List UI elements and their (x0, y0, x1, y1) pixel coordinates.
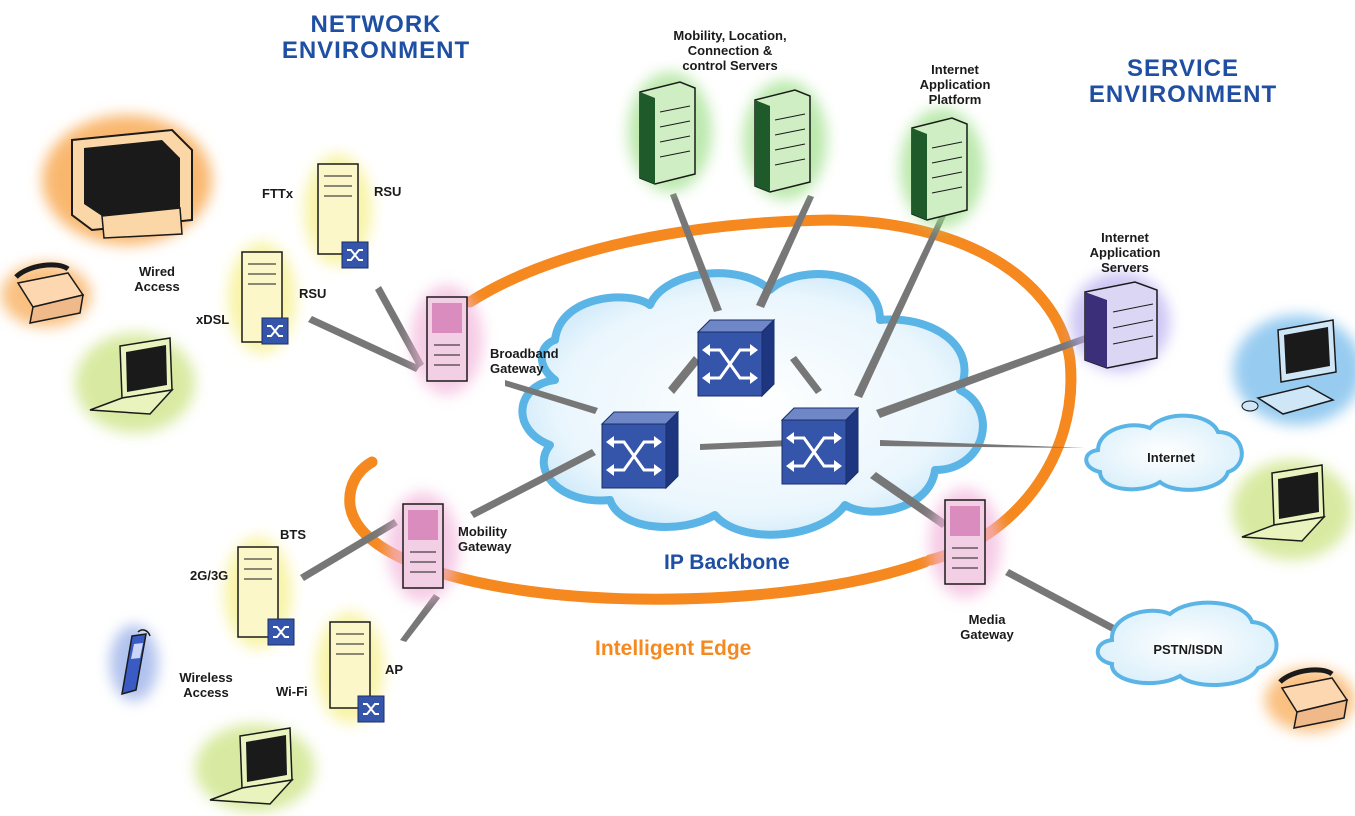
fttx-label: FTTx (262, 186, 294, 201)
label-line: Servers (1101, 260, 1149, 275)
media-gateway-icon (929, 488, 1001, 598)
laptop-icon (195, 724, 315, 812)
mobility-servers-label: Mobility, Location, Connection & control… (650, 28, 810, 73)
mobility-gateway-label: Mobility Gateway (458, 524, 511, 554)
core-switch-left (600, 410, 680, 490)
label-line: Platform (928, 92, 982, 107)
network-environment-heading: NETWORK ENVIRONMENT (268, 12, 484, 64)
ap-label: AP (385, 662, 404, 677)
internet-cloud (1084, 413, 1244, 492)
label-line: Mobility, Location, (673, 28, 787, 43)
connection-spokes (300, 193, 1120, 642)
bts-icon (224, 537, 295, 649)
broadband-gateway-label: Broadband Gateway (490, 346, 559, 376)
server-tower-icon (743, 80, 827, 200)
telephone-icon (1, 262, 91, 327)
label-line: control Servers (682, 58, 778, 73)
telephone-icon (1265, 667, 1355, 732)
2g3g-label: 2G/3G (190, 568, 229, 583)
label-line: Wireless (179, 670, 233, 685)
label-line: Internet (931, 62, 979, 77)
bts-label: BTS (280, 527, 306, 542)
label-line: Gateway (960, 627, 1014, 642)
internet-cloud-label: Internet (1147, 450, 1195, 465)
core-switch-right (780, 406, 860, 486)
rsu-xdsl-icon (228, 242, 296, 354)
label-line: Gateway (490, 361, 544, 376)
server-tower-icon (900, 108, 984, 228)
server-tower-icon (1070, 272, 1170, 372)
service-environment-heading: SERVICE ENVIRONMENT (1076, 56, 1290, 108)
broadband-gateway-icon (411, 285, 483, 395)
label-line: Internet (1101, 230, 1149, 245)
rsu-top-label: RSU (374, 184, 402, 199)
server-tower-icon (628, 72, 712, 192)
intelligent-edge-ring (344, 214, 1077, 605)
pstn-isdn-label: PSTN/ISDN (1153, 642, 1223, 657)
wifi-label: Wi-Fi (276, 684, 308, 699)
label-line: Application (919, 77, 991, 92)
rsu-fttx-icon (304, 154, 372, 269)
label-line: Media (968, 612, 1006, 627)
rsu-bottom-label: RSU (299, 286, 327, 301)
desktop-computer-icon (1233, 315, 1355, 425)
network-heading-line1: NETWORK (310, 11, 442, 38)
ip-backbone-label: IP Backbone (664, 551, 790, 574)
internet-servers-label: Internet Application Servers (1070, 230, 1180, 275)
access-point-icon (316, 612, 385, 724)
label-line: Mobility (458, 524, 508, 539)
label-line: Access (183, 685, 229, 700)
media-gateway-label: Media Gateway (950, 612, 1024, 642)
network-heading-line2: ENVIRONMENT (281, 37, 471, 64)
pstn-isdn-cloud (1095, 600, 1279, 687)
label-line: Access (134, 279, 180, 294)
mobility-gateway-icon (387, 492, 459, 602)
mobile-phone-icon (110, 625, 158, 701)
internet-platform-label: Internet Application Platform (900, 62, 1010, 107)
label-line: Gateway (458, 539, 512, 554)
service-heading-line2: ENVIRONMENT (1088, 81, 1278, 108)
service-heading-line1: SERVICE (1127, 55, 1239, 82)
crt-monitor-icon (42, 115, 212, 245)
label-line: Connection & (687, 43, 773, 58)
label-line: Application (1089, 245, 1161, 260)
laptop-icon (1232, 460, 1352, 560)
wired-access-label: Wired Access (124, 264, 190, 294)
core-switch-top (696, 318, 776, 398)
wireless-access-label: Wireless Access (168, 670, 244, 700)
label-line: Broadband (490, 346, 559, 361)
laptop-icon (75, 333, 195, 433)
intelligent-edge-label: Intelligent Edge (595, 637, 752, 660)
xdsl-label: xDSL (196, 312, 230, 327)
label-line: Wired (139, 264, 175, 279)
